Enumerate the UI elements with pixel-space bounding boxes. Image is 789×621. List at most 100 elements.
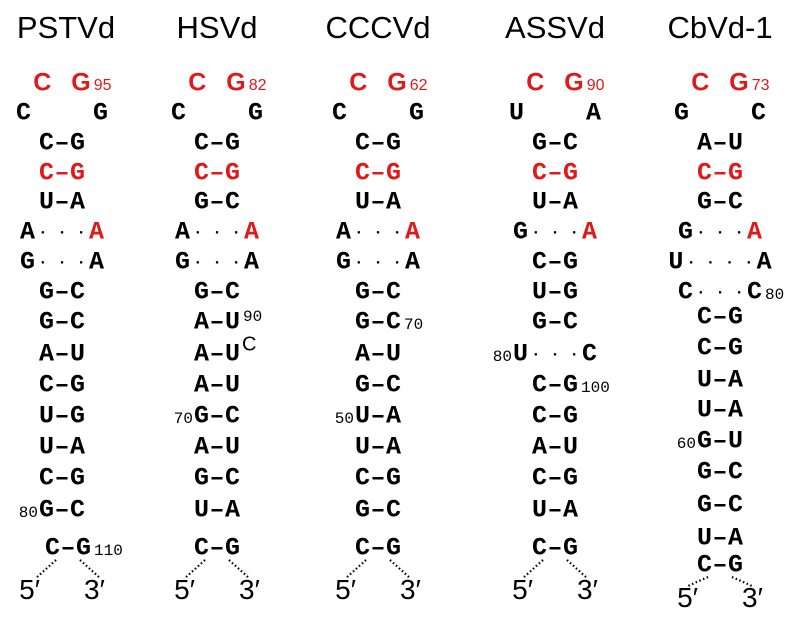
bond-dash: –: [54, 401, 70, 431]
nucleotide: C: [331, 98, 347, 128]
bond-dash: –: [370, 128, 386, 158]
nucleotide: C: [386, 495, 402, 525]
bond-dash: –: [712, 523, 728, 553]
nucleotide: G: [409, 98, 425, 128]
nucleotide: C: [677, 277, 693, 307]
nucleotide: A: [747, 217, 763, 247]
bond-dash: –: [712, 333, 728, 363]
nucleotide: C: [225, 401, 241, 431]
nucleotide: A: [70, 187, 86, 217]
base-pair: C–G: [532, 536, 578, 561]
bond-dash: –: [54, 277, 70, 307]
nucleotide: G: [696, 187, 712, 217]
nucleotide: U: [225, 432, 241, 462]
nucleotide: C: [386, 277, 402, 307]
nucleotide: C: [696, 158, 712, 188]
position-number: 110: [94, 541, 123, 560]
nucleotide: U: [38, 187, 54, 217]
mismatch-dots: · · ·: [192, 253, 242, 271]
base-pair: A–U: [194, 342, 240, 367]
nucleotide: A: [386, 432, 402, 462]
nucleotide: A: [70, 432, 86, 462]
nucleotide: C: [188, 68, 207, 97]
mismatch-pair: A· · ·A: [20, 220, 104, 245]
bond-dash: –: [209, 187, 225, 217]
base-pair: C–G: [697, 336, 743, 361]
nucleotide: C: [751, 98, 767, 128]
base-pair: A–U: [194, 435, 240, 460]
nucleotide: U: [728, 426, 744, 456]
base-pair: A–U: [355, 342, 401, 367]
base-pair: U–G: [532, 280, 578, 305]
bond-dash: –: [209, 463, 225, 493]
nucleotide: G: [386, 533, 402, 563]
nucleotide: G: [193, 187, 209, 217]
nucleotide: U: [354, 187, 370, 217]
nucleotide: G: [70, 128, 86, 158]
nucleotide: U: [531, 277, 547, 307]
nucleotide: C: [70, 277, 86, 307]
nucleotide: G: [38, 495, 54, 525]
nucleotide: G: [193, 401, 209, 431]
base-pair: G–C: [194, 466, 240, 491]
nucleotide: C: [193, 128, 209, 158]
nucleotide: A: [193, 307, 209, 337]
bulged-nucleotide: C: [242, 333, 257, 356]
nucleotide: G: [248, 98, 264, 128]
nucleotide: C: [38, 158, 54, 188]
bond-dash: –: [547, 533, 563, 563]
nucleotide: G: [563, 277, 579, 307]
nucleotide: G: [70, 158, 86, 188]
nucleotide: G: [226, 68, 246, 97]
nucleotide: G: [563, 158, 579, 188]
nucleotide: C: [728, 457, 744, 487]
nucleotide: C: [349, 68, 368, 97]
nucleotide: C: [354, 158, 370, 188]
nucleotide: G: [696, 426, 712, 456]
nucleotide: G: [728, 333, 744, 363]
bond-dash: –: [209, 339, 225, 369]
base-pair: G–C: [697, 493, 743, 518]
nucleotide: U: [728, 128, 744, 158]
nucleotide: G: [531, 307, 547, 337]
three-prime-label: 3′: [577, 574, 598, 605]
bond-dash: –: [370, 307, 386, 337]
position-number: 62: [409, 76, 428, 94]
base-pair: U–A: [697, 526, 743, 551]
bond-dash: –: [54, 432, 70, 462]
five-prime-label: 5′: [19, 574, 40, 605]
mismatch-pair: A· · ·A: [175, 220, 259, 245]
nucleotide: G: [76, 533, 92, 563]
nucleotide: U: [531, 187, 547, 217]
bond-dash: –: [547, 247, 563, 277]
nucleotide: C: [531, 401, 547, 431]
nucleotide: A: [193, 370, 209, 400]
bond-dash: –: [209, 495, 225, 525]
nucleotide: G: [70, 370, 86, 400]
bond-dash: –: [370, 158, 386, 188]
nucleotide: U: [386, 339, 402, 369]
mismatch-dots: · · ·: [353, 253, 403, 271]
nucleotide: G: [564, 68, 584, 97]
bond-dash: –: [54, 128, 70, 158]
nucleotide: G: [728, 158, 744, 188]
base-pair: U–A: [355, 435, 401, 460]
bond-dash: –: [209, 128, 225, 158]
nucleotide: U: [696, 395, 712, 425]
position-number: 95: [93, 76, 112, 94]
nucleotide: G: [225, 128, 241, 158]
nucleotide: G: [354, 495, 370, 525]
base-pair: C–G: [194, 131, 240, 156]
three-prime-dotted-line: [566, 559, 588, 579]
five-prime-dotted-line: [522, 559, 544, 579]
bond-dash: –: [209, 432, 225, 462]
bond-dash: –: [370, 533, 386, 563]
nucleotide: A: [354, 339, 370, 369]
